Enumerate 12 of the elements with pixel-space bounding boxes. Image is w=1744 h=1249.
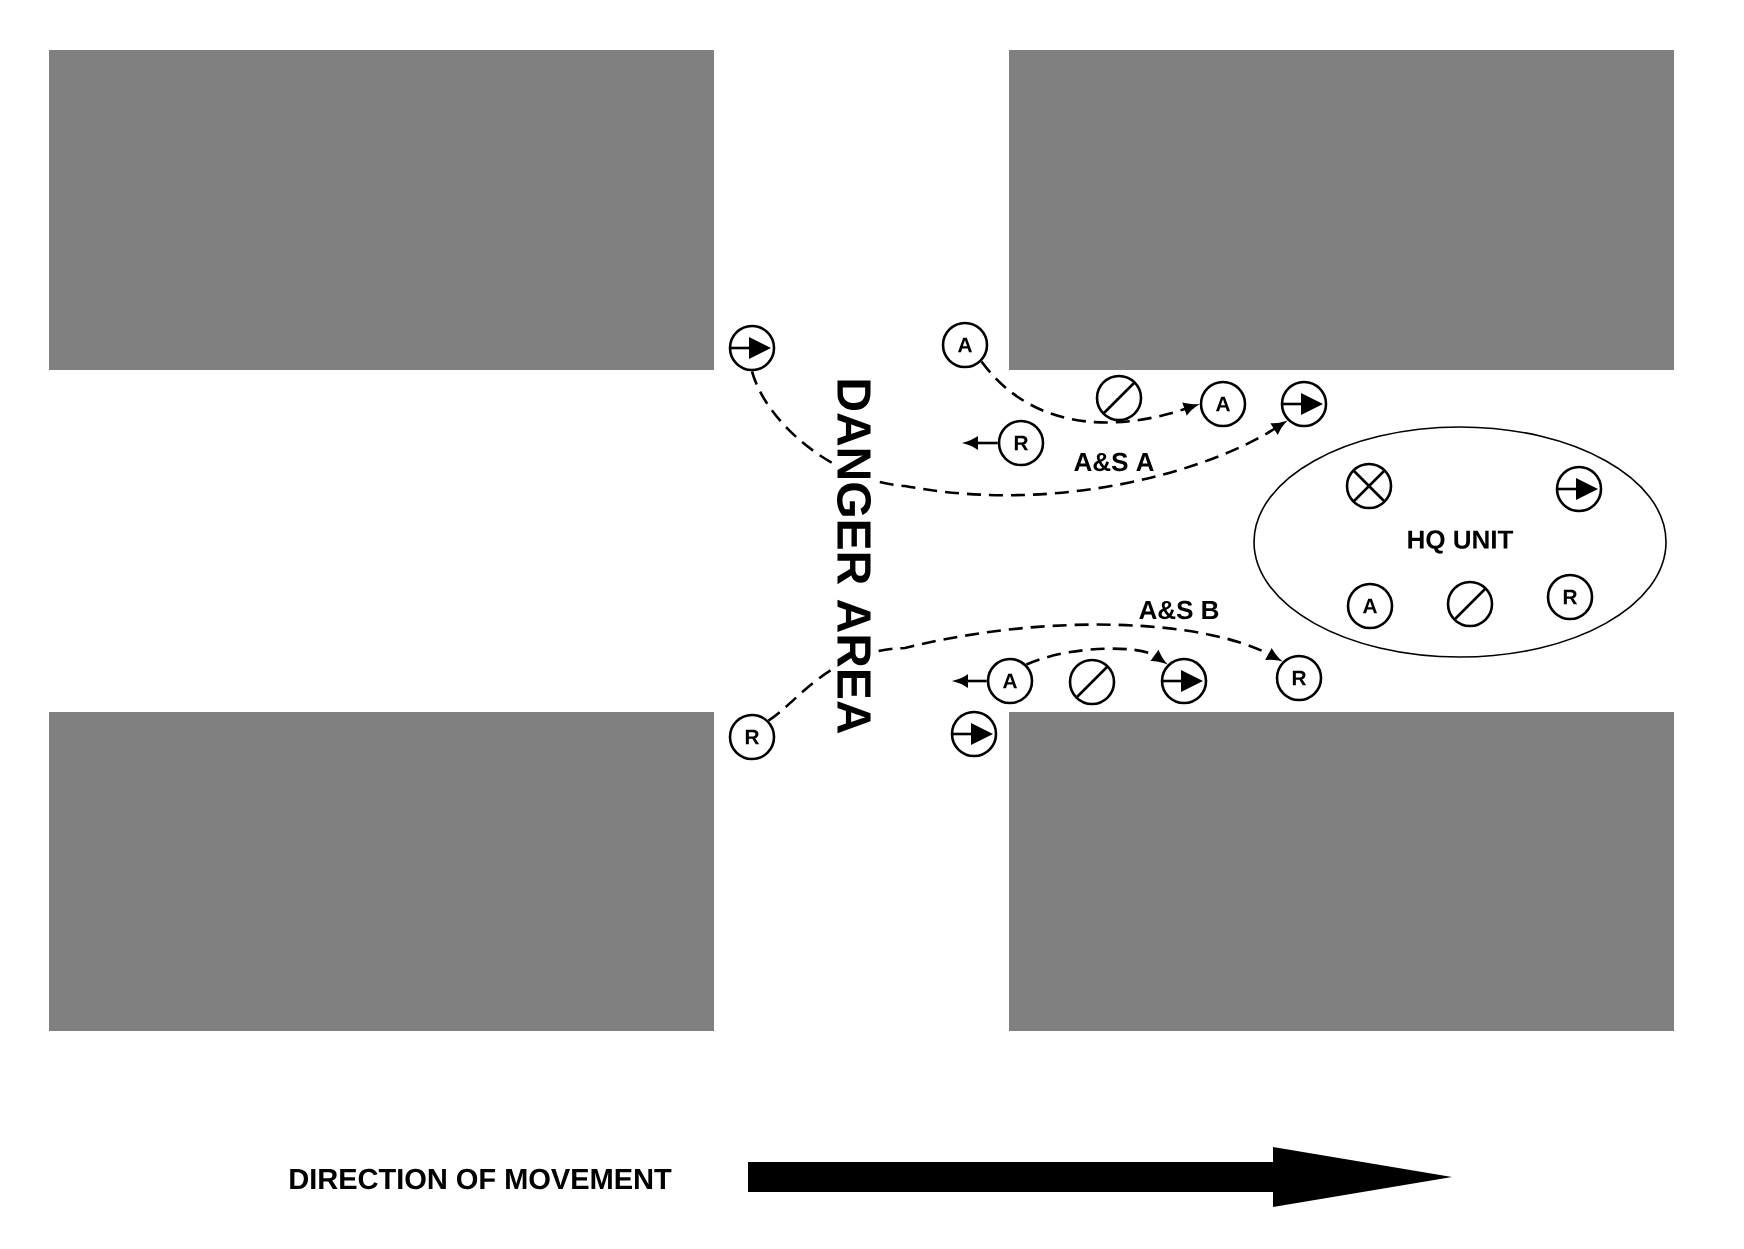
cross-symbol [1345, 462, 1393, 510]
arrow-symbol [1280, 380, 1328, 428]
edge-label: A&S B [1136, 598, 1222, 622]
direction-label: DIRECTION OF MOVEMENT [286, 1166, 674, 1192]
building-block [1009, 712, 1674, 1031]
building-block [49, 50, 714, 370]
building-block [49, 712, 714, 1031]
arrow-symbol [728, 324, 776, 372]
arrow-symbol [1555, 465, 1603, 513]
arrow-symbol [950, 710, 998, 758]
slash-symbol [1446, 580, 1494, 628]
building-block [1009, 50, 1674, 370]
